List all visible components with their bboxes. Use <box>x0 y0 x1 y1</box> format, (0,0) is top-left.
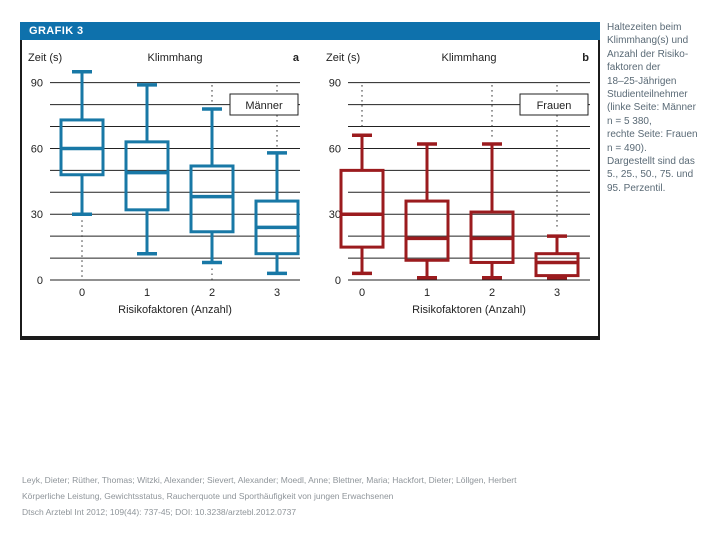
box-iqr <box>124 140 170 212</box>
citation-block: Leyk, Dieter; Rüther, Thomas; Witzki, Al… <box>22 472 682 520</box>
x-tick-label: 0 <box>359 287 365 299</box>
x-tick-label: 1 <box>144 287 150 299</box>
box-iqr <box>189 164 235 234</box>
caption-line: Dargestellt sind das <box>607 156 695 168</box>
box-iqr <box>404 199 450 262</box>
caption-line: faktoren der <box>607 62 661 74</box>
figure-label: GRAFIK 3 <box>29 25 84 37</box>
caption-line: 95. Perzentil. <box>607 182 666 194</box>
x-tick-label: 1 <box>424 287 430 299</box>
caption-line: n = 490). <box>607 142 647 154</box>
y-tick-label: 0 <box>335 275 341 287</box>
caption-line: 5., 25., 50., 75. und <box>607 169 694 181</box>
x-tick-label: 0 <box>79 287 85 299</box>
group-label-box <box>229 93 299 116</box>
panel-title: Klimmhang <box>147 52 202 64</box>
x-tick-label: 2 <box>209 287 215 299</box>
caption-line: Studienteilnehmer <box>607 89 688 101</box>
citation-line: Dtsch Arztebl Int 2012; 109(44): 737-45;… <box>22 507 297 517</box>
citation-line: Körperliche Leistung, Gewichtsstatus, Ra… <box>22 491 394 501</box>
x-tick-label: 3 <box>274 287 280 299</box>
box-iqr <box>534 252 580 278</box>
y-tick-label: 30 <box>329 209 341 221</box>
caption-line: rechte Seite: Frauen <box>607 129 698 141</box>
group-label: Männer <box>245 100 283 112</box>
y-tick-label: 60 <box>31 143 43 155</box>
x-tick-label: 2 <box>489 287 495 299</box>
caption-line: n = 5 380, <box>607 115 652 127</box>
y-tick-label: 90 <box>329 78 341 90</box>
y-tick-label: 90 <box>31 78 43 90</box>
y-tick-label: 60 <box>329 143 341 155</box>
group-label-box <box>519 93 589 116</box>
y-tick-label: 0 <box>37 275 43 287</box>
y-axis-label: Zeit (s) <box>326 52 360 64</box>
figure-header-bar: GRAFIK 3 <box>20 22 600 40</box>
citation-line: Leyk, Dieter; Rüther, Thomas; Witzki, Al… <box>22 475 517 485</box>
box-iqr <box>339 168 385 249</box>
panel-title: Klimmhang <box>441 52 496 64</box>
caption-line: Klimmhang(s) und <box>607 35 689 47</box>
caption-line: 18–25-Jährigen <box>607 75 677 87</box>
x-axis-label: Risikofaktoren (Anzahl) <box>412 304 526 316</box>
y-axis-label: Zeit (s) <box>28 52 62 64</box>
caption-line: Haltezeiten beim <box>607 22 682 33</box>
x-tick-label: 3 <box>554 287 560 299</box>
panel-letter: b <box>582 52 589 64</box>
y-tick-label: 30 <box>31 209 43 221</box>
panel-letter: a <box>293 52 300 64</box>
caption-line: (linke Seite: Männer <box>607 102 696 114</box>
caption-line: Anzahl der Risiko- <box>607 48 689 60</box>
group-label: Frauen <box>537 100 572 112</box>
x-axis-label: Risikofaktoren (Anzahl) <box>118 304 232 316</box>
